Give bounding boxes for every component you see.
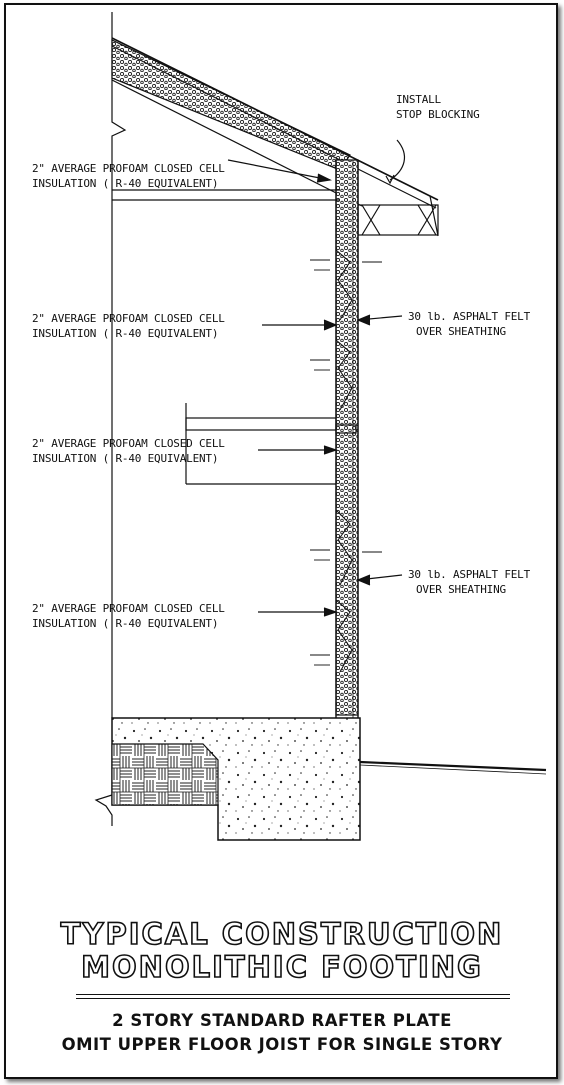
subtitle-line-2: OMIT UPPER FLOOR JOIST FOR SINGLE STORY <box>61 1035 503 1054</box>
stop-blocking-leader <box>389 139 406 181</box>
callout-stop-blocking-2: STOP BLOCKING <box>396 108 480 121</box>
callout-insulation-3-line1: 2" AVERAGE PROFOAM CLOSED CELL <box>32 437 225 450</box>
callout-felt-2-line1: 30 lb. ASPHALT FELT <box>408 568 531 581</box>
roof-rafter-top <box>111 37 439 201</box>
gravel-base <box>111 743 219 806</box>
callout-felt-2-line2: OVER SHEATHING <box>416 583 506 596</box>
title-block: TYPICAL CONSTRUCTION MONOLITHIC FOOTING <box>0 917 564 985</box>
title-line-2: MONOLITHIC FOOTING <box>80 950 483 985</box>
callout-felt-1-line2: OVER SHEATHING <box>416 325 506 338</box>
callout-insulation-4-line2: INSULATION ( R-40 EQUIVALENT) <box>32 617 218 630</box>
callout-insulation-3-line2: INSULATION ( R-40 EQUIVALENT) <box>32 452 218 465</box>
callout-felt-1-line1: 30 lb. ASPHALT FELT <box>408 310 531 323</box>
title-rule-top <box>76 994 510 995</box>
callout-insulation-4-line1: 2" AVERAGE PROFOAM CLOSED CELL <box>32 602 225 615</box>
wall-section-drawing: INSTALL STOP BLOCKING 2" AVERAGE PROFOAM… <box>32 12 547 841</box>
title-rule-bottom <box>76 998 510 999</box>
grade-line <box>359 760 547 772</box>
break-line-top <box>111 12 127 700</box>
floor-joist <box>185 417 337 431</box>
callout-insulation-2-line1: 2" AVERAGE PROFOAM CLOSED CELL <box>32 312 225 325</box>
callout-insulation-1-line2: INSULATION ( R-40 EQUIVALENT) <box>32 177 218 190</box>
subtitle-line-1: 2 STORY STANDARD RAFTER PLATE <box>112 1011 452 1030</box>
callout-insulation-2-line2: INSULATION ( R-40 EQUIVALENT) <box>32 327 218 340</box>
callout-stop-blocking-1: INSTALL <box>396 93 442 106</box>
break-line-bottom <box>94 794 113 826</box>
stop-blocking <box>357 204 439 236</box>
drawing-frame <box>4 3 558 1079</box>
callout-insulation-1-line1: 2" AVERAGE PROFOAM CLOSED CELL <box>32 162 225 175</box>
title-line-1: TYPICAL CONSTRUCTION <box>60 917 504 952</box>
